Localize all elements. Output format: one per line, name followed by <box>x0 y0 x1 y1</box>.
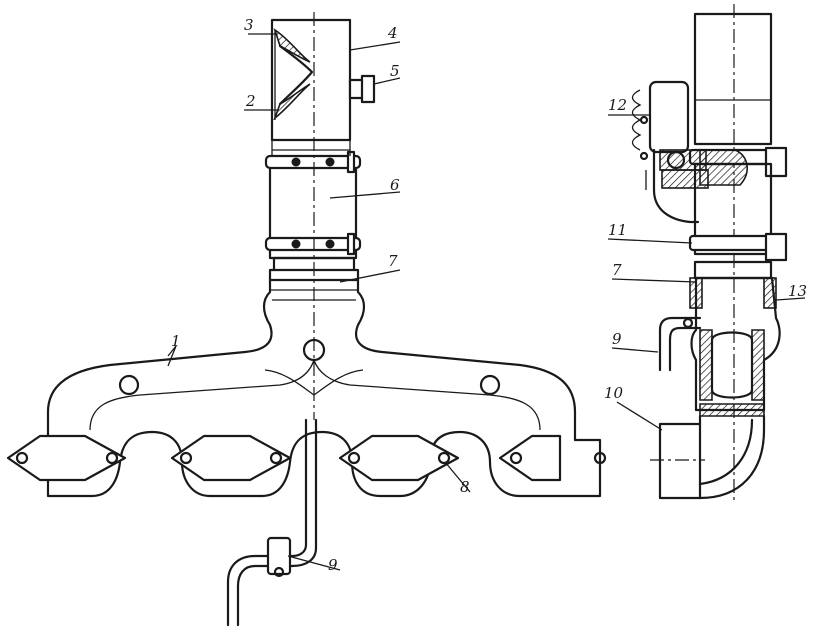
side-clamp-lower <box>688 232 788 262</box>
callout-7-front: 7 <box>388 252 398 270</box>
callout-4: 4 <box>387 24 398 42</box>
callout-13: 13 <box>788 282 807 300</box>
side-upper-pipe <box>693 12 773 146</box>
callout-9-front: 9 <box>328 556 338 574</box>
bolt-hole <box>479 374 501 396</box>
callout-9-side: 9 <box>612 330 622 348</box>
bolt-hole <box>118 374 140 396</box>
port-flange <box>6 434 127 482</box>
port-flange <box>498 434 562 482</box>
port-flange <box>338 434 460 482</box>
callout-12: 12 <box>608 96 627 114</box>
valve-assembly <box>631 80 748 224</box>
leader-lines <box>167 33 806 571</box>
port-flange <box>170 434 292 482</box>
callout-1: 1 <box>171 332 181 350</box>
front-view <box>6 12 607 627</box>
callout-3: 3 <box>244 16 254 34</box>
callout-10: 10 <box>604 384 624 402</box>
side-view <box>631 4 788 500</box>
callout-7-side: 7 <box>612 261 622 279</box>
outlet-elbow <box>658 414 702 500</box>
callout-11: 11 <box>608 221 627 239</box>
callout-6: 6 <box>390 176 400 194</box>
callout-labels: 1 2 3 4 5 6 7 8 9 12 11 7 13 9 10 <box>171 16 807 574</box>
pipe-clamp-upper <box>264 150 362 174</box>
adjust-bolt <box>360 74 376 104</box>
callout-8: 8 <box>460 478 470 496</box>
pipe-clamp-lower <box>264 232 362 256</box>
callout-2: 2 <box>245 92 256 110</box>
callout-5: 5 <box>390 62 400 80</box>
